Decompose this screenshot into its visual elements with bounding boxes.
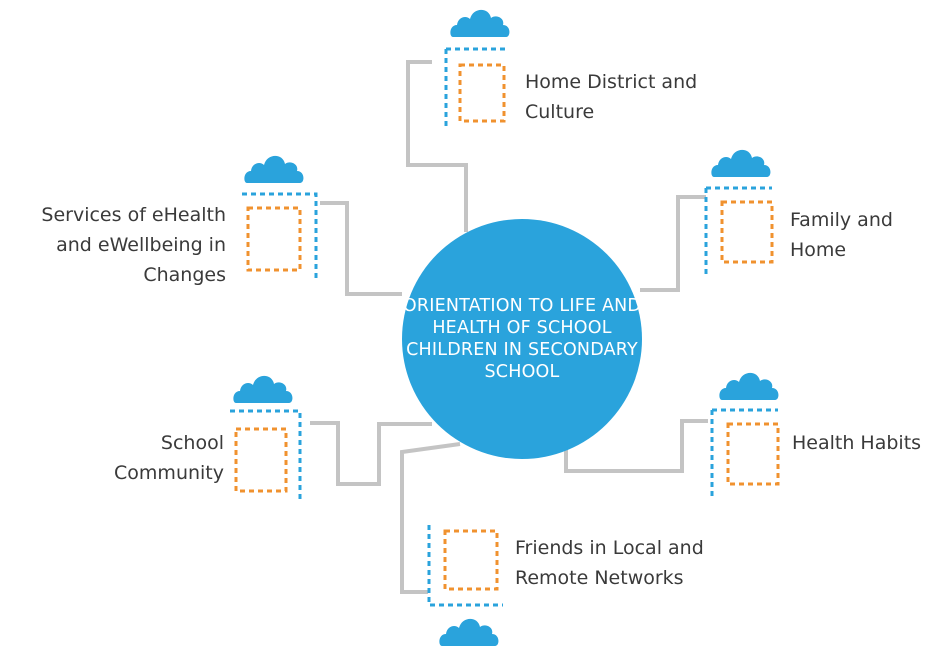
- connector-school-community: [310, 421, 432, 486]
- node-label-family-home: Family and Home: [790, 205, 893, 265]
- dashed-bracket-icon: [704, 186, 774, 274]
- dashed-bracket-icon: [230, 409, 302, 501]
- node-label-line: Community: [114, 462, 224, 484]
- central-topic-line: HEALTH OF SCHOOL: [432, 318, 612, 338]
- node-label-line: Family and: [790, 209, 893, 231]
- central-topic-circle: ORIENTATION TO LIFE AND HEALTH OF SCHOOL…: [402, 219, 642, 459]
- connector-health-habits: [564, 419, 708, 473]
- central-topic-line: TO LIFE AND: [528, 296, 642, 316]
- dashed-bracket-icon: [427, 525, 503, 607]
- node-label-ehealth-services: Services of eHealth and eWellbeing in Ch…: [4, 200, 226, 290]
- dashed-bracket-icon: [710, 408, 780, 496]
- node-label-line: Culture: [525, 101, 595, 123]
- connector-ehealth-services: [320, 201, 402, 296]
- connector-home-district: [406, 60, 468, 232]
- cloud-icon: [711, 149, 771, 177]
- cloud-icon: [719, 372, 779, 400]
- node-label-line: Health Habits: [792, 432, 922, 454]
- node-label-line: Home District and: [525, 71, 698, 93]
- node-label-friends-networks: Friends in Local and Remote Networks: [515, 533, 704, 593]
- node-label-health-habits: Health Habits: [792, 428, 921, 458]
- node-label-line: Friends in Local and: [515, 537, 704, 559]
- connector-family-home: [640, 195, 706, 292]
- connector-friends-networks: [400, 442, 461, 594]
- dashed-bracket-icon: [242, 192, 318, 282]
- dashed-bracket-icon: [444, 47, 508, 127]
- cloud-icon: [450, 9, 510, 37]
- node-label-line: Changes: [143, 264, 226, 286]
- cloud-icon: [244, 155, 304, 183]
- node-label-line: Home: [790, 239, 847, 261]
- central-topic-line: SECONDARY: [527, 340, 638, 360]
- central-topic-line: ORIENTATION: [402, 296, 523, 316]
- node-label-line: School: [160, 432, 224, 454]
- node-label-line: and eWellbeing in: [56, 234, 226, 256]
- node-label-line: Remote Networks: [515, 567, 684, 589]
- central-topic-line: SCHOOL: [484, 362, 560, 382]
- node-label-line: Services of eHealth: [41, 204, 226, 226]
- cloud-icon: [439, 618, 499, 646]
- node-label-school-community: School Community: [60, 428, 224, 488]
- central-topic-label: ORIENTATION TO LIFE AND HEALTH OF SCHOOL…: [402, 295, 642, 383]
- cloud-icon: [233, 375, 293, 403]
- central-topic-line: CHILDREN IN: [406, 340, 523, 360]
- node-label-home-district: Home District and Culture: [525, 67, 697, 127]
